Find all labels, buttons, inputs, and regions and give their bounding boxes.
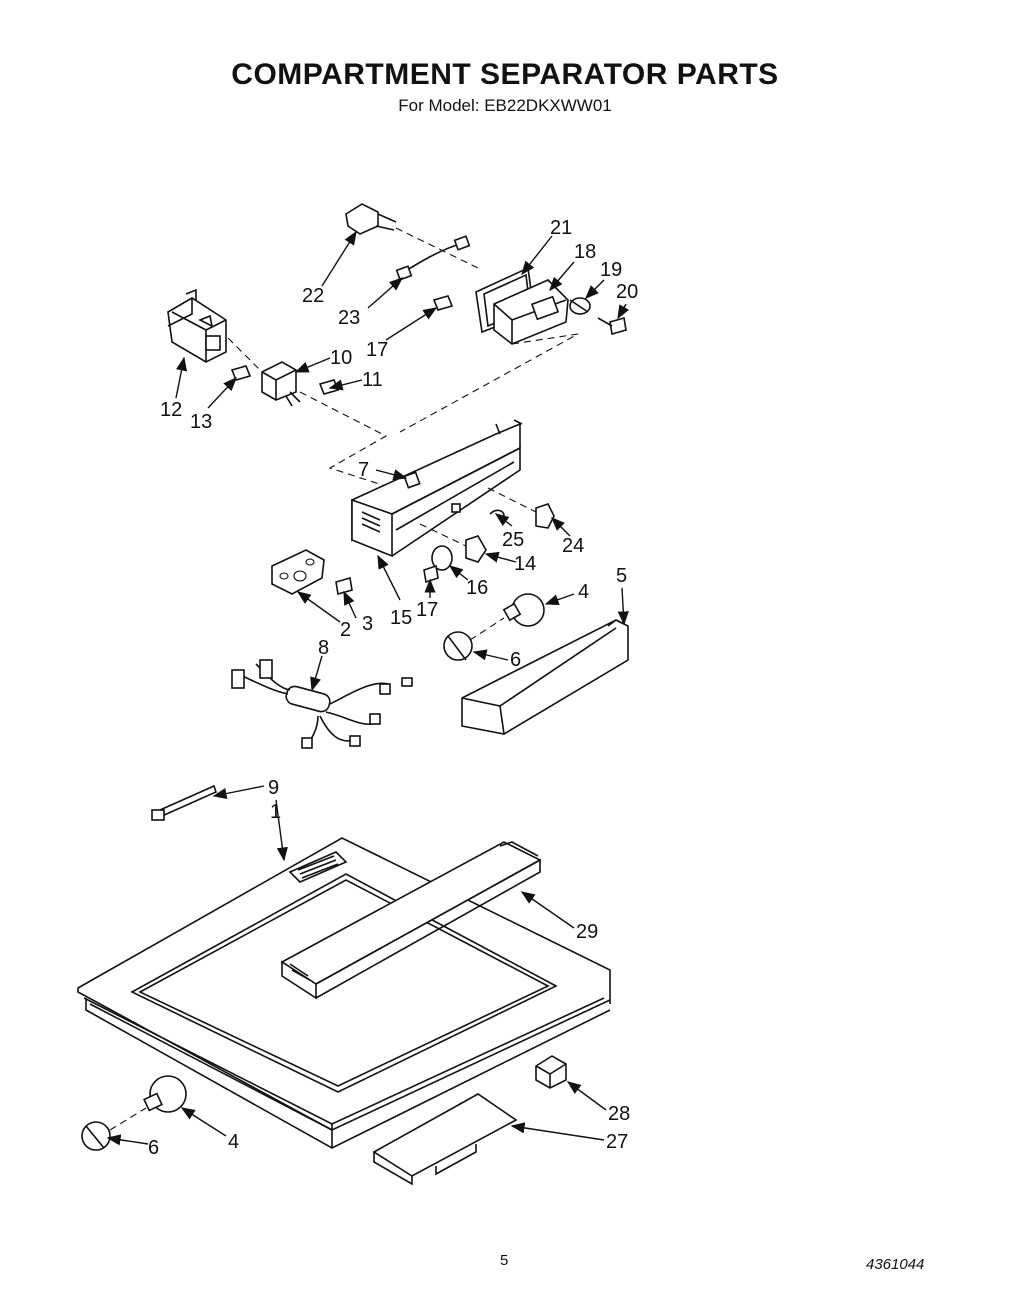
part-23-sensor [395,235,471,281]
leader-lines [106,230,630,1146]
part-17-screw-top [432,295,454,311]
callout-25: 25 [502,529,524,551]
part-14-socket [419,523,487,563]
part-17-screw-bottom [423,564,439,584]
part-18-control-housing [493,279,569,345]
callout-12: 12 [160,399,182,421]
part-19-knob [569,297,591,315]
part-13-screw [230,365,252,381]
callout-6-upper: 6 [510,649,521,671]
callout-10: 10 [330,347,352,369]
callout-14: 14 [514,553,536,575]
part-27-cover [372,1093,518,1186]
callout-21: 21 [550,217,572,239]
part-4-bulb-lower [143,1075,187,1113]
callout-4-lower: 4 [228,1131,239,1153]
part-5-trim [461,619,629,735]
callout-6-lower: 6 [148,1137,159,1159]
part-29-center-rail [280,841,542,1000]
part-10-thermostat [261,361,301,407]
part-22-shaft [345,203,479,269]
callout-24: 24 [562,535,584,557]
part-15-front-panel [351,419,523,558]
callout-8: 8 [318,637,329,659]
page-title: COMPARTMENT SEPARATOR PARTS [231,58,779,91]
callout-19: 19 [600,259,622,281]
callout-2: 2 [340,619,351,641]
callout-29: 29 [576,921,598,943]
callout-28: 28 [608,1103,630,1125]
part-9-heater [151,784,217,821]
callout-27: 27 [606,1131,628,1153]
part-16-lens [431,545,453,571]
callout-1: 1 [270,801,281,823]
callout-17-top: 17 [366,339,388,361]
part-2-switch [271,549,325,595]
part-1-separator-frame [77,837,611,1149]
callout-22: 22 [302,285,324,307]
callout-5: 5 [616,565,627,587]
part-24-socket [487,487,555,529]
part-12-bracket [167,288,227,363]
callout-4-upper: 4 [578,581,589,603]
document-number: 4361044 [866,1256,925,1273]
callout-17-bottom: 17 [416,599,438,621]
callout-9: 9 [268,777,279,799]
callout-13: 13 [190,411,212,433]
callout-18: 18 [574,241,596,263]
callout-23: 23 [338,307,360,329]
part-7-clip [403,471,421,489]
callout-15: 15 [390,607,412,629]
part-20-screw [597,316,627,336]
callout-3: 3 [362,613,373,635]
part-3-screw [335,576,353,596]
page-number: 5 [500,1252,509,1269]
part-4-bulb-upper [502,593,545,627]
callout-7: 7 [358,459,369,481]
part-28-switch [535,1055,567,1089]
callout-16: 16 [466,577,488,599]
callout-11: 11 [362,369,383,391]
part-6-lens-upper [443,617,505,661]
model-subtitle: For Model: EB22DKXWW01 [398,96,612,115]
part-6-lens-lower [81,1107,147,1151]
callout-labels: 22 23 17 21 18 19 20 10 11 12 13 7 25 24… [148,217,638,1159]
callout-20: 20 [616,281,638,303]
part-8-wire-harness [231,659,413,749]
